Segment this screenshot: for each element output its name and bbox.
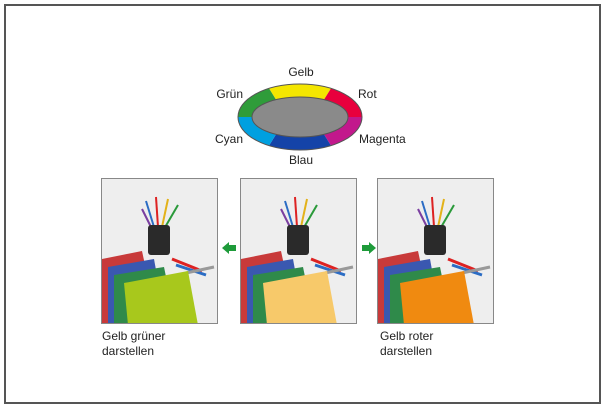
color-wheel-center xyxy=(251,96,349,138)
color-wheel: Gelb Rot Magenta Blau Cyan Grün xyxy=(215,65,406,167)
folders xyxy=(378,251,474,323)
arrow-right-icon xyxy=(362,242,376,254)
loose-pens xyxy=(447,257,491,277)
pens-folders-image xyxy=(102,179,217,323)
caption-left: Gelb grüner darstellen xyxy=(102,329,212,359)
arrow-left-icon xyxy=(222,242,236,254)
photo-left xyxy=(101,178,218,324)
loose-pens xyxy=(171,257,215,277)
label-gelb: Gelb xyxy=(288,65,314,79)
pen-cup xyxy=(417,196,455,255)
caption-left-line-2: darstellen xyxy=(102,344,155,358)
color-wheel-segment-cyan xyxy=(238,117,276,146)
color-wheel-segment-red xyxy=(324,88,362,117)
color-wheel-segment-yellow xyxy=(269,83,331,100)
label-magenta: Magenta xyxy=(359,132,406,146)
color-wheel-segment-blue xyxy=(269,134,331,150)
folders xyxy=(241,251,337,323)
pens-folders-image xyxy=(241,179,356,323)
color-wheel-outline xyxy=(237,83,363,151)
photo-center xyxy=(240,178,357,324)
loose-pens xyxy=(310,257,354,277)
color-wheel-segment-green xyxy=(238,88,276,117)
color-wheel-segment-magenta xyxy=(324,117,362,146)
caption-left-line-1: Gelb grüner xyxy=(102,329,166,343)
folders xyxy=(102,251,198,323)
label-blau: Blau xyxy=(289,153,313,167)
label-gruen: Grün xyxy=(216,87,243,101)
pen-cup xyxy=(280,196,318,255)
pens-folders-image xyxy=(378,179,493,323)
caption-right: Gelb roter darstellen xyxy=(380,329,490,359)
pen-cup xyxy=(141,196,179,255)
label-rot: Rot xyxy=(358,87,377,101)
photo-right xyxy=(377,178,494,324)
caption-right-line-2: darstellen xyxy=(380,344,433,358)
label-cyan: Cyan xyxy=(215,132,243,146)
caption-right-line-1: Gelb roter xyxy=(380,329,434,343)
